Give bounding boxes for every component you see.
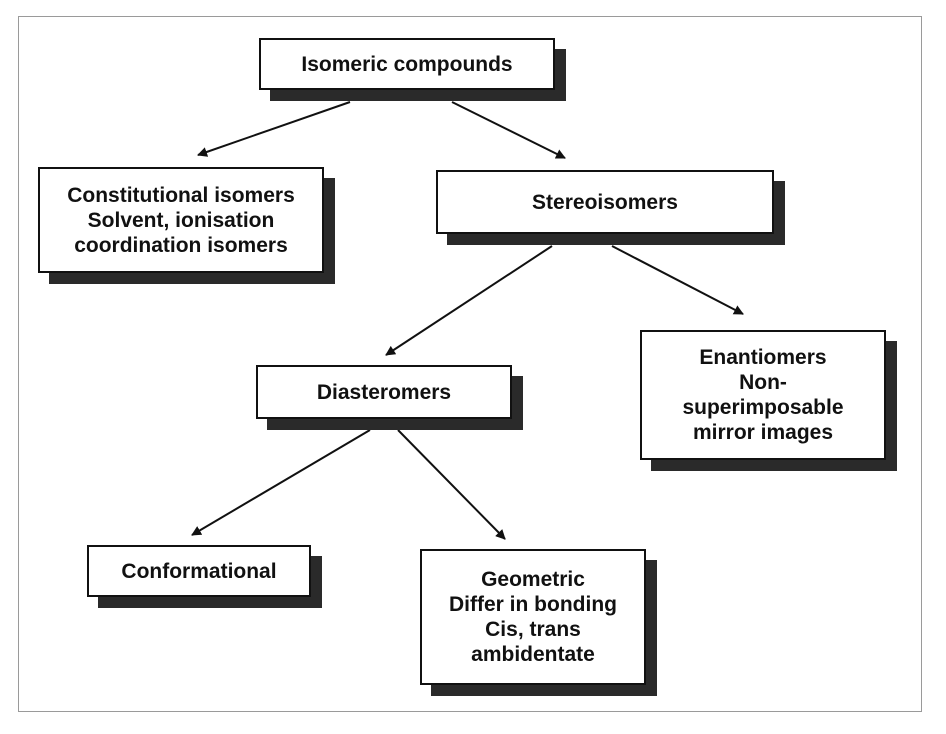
- arrow-root-to-stereoisomers: [451, 101, 566, 159]
- node-geometric-line-2: Differ in bonding: [449, 593, 617, 616]
- node-conformational-label: Conformational: [121, 559, 277, 583]
- node-constitutional-line-3: coordination isomers: [74, 233, 288, 257]
- node-enantiomers-line-4: mirror images: [692, 421, 834, 444]
- node-isomeric-compounds-label: Isomeric compounds: [301, 52, 513, 76]
- arrow-diastereomers-to-conformational: [191, 429, 371, 536]
- node-diastereomers: Diasteromers: [256, 365, 512, 419]
- node-enantiomers-line-2: Non-: [739, 371, 787, 394]
- node-conformational: Conformational: [87, 545, 311, 597]
- node-geometric: Geometric Differ in bonding Cis, trans a…: [420, 549, 646, 685]
- node-enantiomers-line-3: superimposable: [682, 396, 844, 419]
- node-isomeric-compounds: Isomeric compounds: [259, 38, 555, 90]
- node-stereoisomers: Stereoisomers: [436, 170, 774, 234]
- node-constitutional-isomers: Constitutional isomers Solvent, ionisati…: [38, 167, 324, 273]
- arrow-root-to-constitutional: [197, 101, 351, 157]
- node-constitutional-line-2: Solvent, ionisation: [87, 208, 275, 232]
- diagram-frame: [18, 16, 922, 712]
- node-enantiomers: Enantiomers Non- superimposable mirror i…: [640, 330, 886, 460]
- node-diastereomers-label: Diasteromers: [316, 380, 452, 404]
- arrow-stereoisomers-to-enantiomers: [611, 245, 744, 315]
- node-geometric-line-3: Cis, trans: [485, 618, 581, 641]
- node-geometric-line-1: Geometric: [481, 568, 585, 591]
- arrow-stereoisomers-to-diastereomers: [385, 245, 553, 356]
- node-constitutional-line-1: Constitutional isomers: [67, 183, 295, 207]
- node-geometric-line-4: ambidentate: [471, 643, 595, 666]
- node-enantiomers-line-1: Enantiomers: [699, 346, 827, 369]
- arrow-diastereomers-to-geometric: [397, 429, 506, 540]
- node-stereoisomers-label: Stereoisomers: [532, 190, 678, 214]
